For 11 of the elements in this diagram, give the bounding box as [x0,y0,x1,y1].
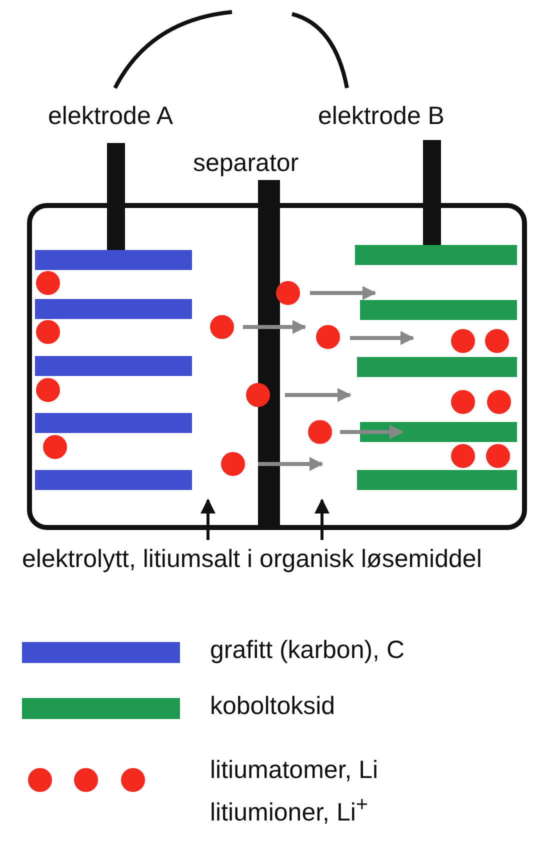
part-label: elektrode A [48,101,174,132]
part-label: separator [193,148,299,179]
leader-arrow [314,498,330,540]
legend-text: litiumioner, Li$^{+}$ [210,792,368,828]
cell-container [27,203,527,530]
note-text: elektrolytt, litiumsalt i organisk løsemiddel [22,544,483,575]
legend-text: grafitt (karbon), C [210,635,405,666]
legend-text: koboltoksid [210,691,336,722]
part-label: elektrode B [318,101,444,132]
legend-text: litiumatomer, Li [210,755,378,786]
leader-arrow [200,498,216,540]
